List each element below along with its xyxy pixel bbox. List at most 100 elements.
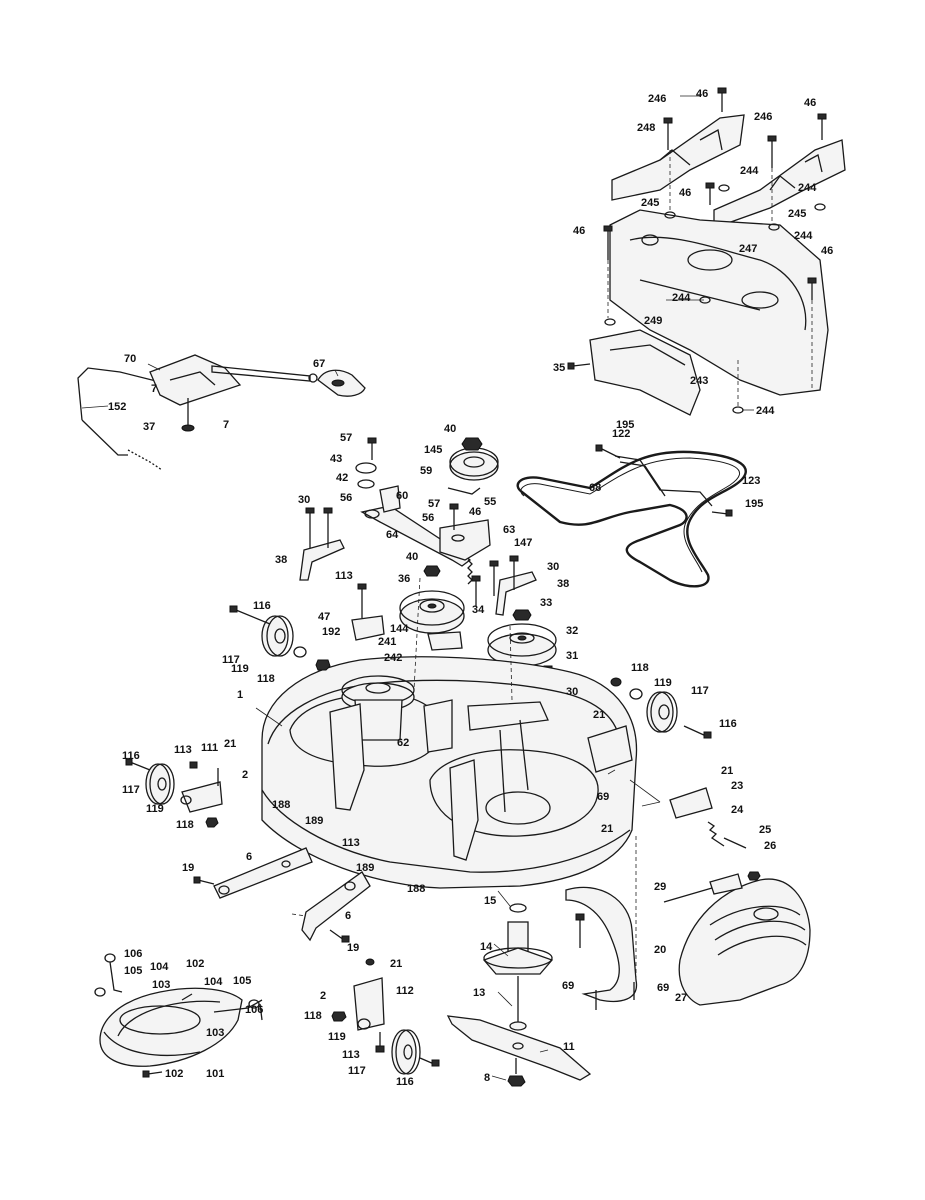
- part-label: 189: [305, 815, 323, 827]
- bracket-47: [351, 583, 385, 641]
- part-label: 29: [654, 881, 666, 893]
- part-label: 23: [731, 780, 743, 792]
- part-label: 116: [122, 750, 140, 762]
- link-arm-6-upper: [193, 847, 313, 899]
- shield-plate-247: [713, 139, 846, 229]
- part-label: 64: [386, 529, 399, 541]
- part-label: 123: [742, 475, 760, 487]
- part-label: 244: [794, 230, 813, 242]
- part-label: 46: [804, 97, 816, 109]
- part-label: 60: [396, 490, 408, 502]
- part-label: 242: [384, 652, 402, 664]
- part-label: 113: [335, 570, 353, 582]
- part-label: 30: [547, 561, 559, 573]
- part-label: 147: [514, 537, 532, 549]
- part-label: 46: [696, 88, 708, 100]
- part-label: 34: [472, 604, 485, 616]
- part-label: 113: [174, 744, 192, 756]
- part-label: 38: [557, 578, 569, 590]
- part-label: 102: [165, 1068, 183, 1080]
- part-label: 32: [566, 625, 578, 637]
- part-label: 104: [150, 961, 169, 973]
- part-label: 244: [740, 165, 759, 177]
- part-label: 15: [484, 895, 496, 907]
- part-label: 245: [788, 208, 806, 220]
- part-label: 59: [420, 465, 432, 477]
- shield-plate-248: [611, 114, 745, 201]
- part-label: 118: [176, 819, 194, 831]
- part-label: 247: [739, 243, 757, 255]
- part-label: 105: [233, 975, 251, 987]
- link-arm-6-lower: [291, 871, 371, 943]
- part-label: 119: [654, 677, 672, 689]
- chute-bracket-23: [669, 787, 747, 849]
- part-label: 63: [503, 524, 515, 536]
- gauge-wheel-upper-right: [610, 677, 712, 739]
- part-label: 113: [342, 1049, 360, 1061]
- part-label: 25: [759, 824, 771, 836]
- part-label: 46: [821, 245, 833, 257]
- part-label: 112: [396, 985, 414, 997]
- part-label: 40: [444, 423, 456, 435]
- part-label: 21: [721, 765, 733, 777]
- support-bracket-38-right: [489, 555, 537, 616]
- part-label: 31: [566, 650, 578, 662]
- part-label: 11: [563, 1041, 575, 1053]
- lift-bracket-70: [149, 354, 242, 406]
- gauge-wheel-mid-left: [125, 758, 223, 828]
- part-label: 43: [330, 453, 342, 465]
- part-label: 116: [253, 600, 271, 612]
- part-label: 118: [304, 1010, 322, 1022]
- part-label: 33: [540, 597, 552, 609]
- spindle-pulley-36: [399, 590, 465, 634]
- part-label: 119: [328, 1031, 346, 1043]
- part-label: 57: [340, 432, 352, 444]
- part-label: 119: [231, 663, 249, 675]
- part-label: 69: [562, 980, 574, 992]
- part-label: 21: [601, 823, 613, 835]
- part-number-labels: 246 46 246 46 248 244 46 245 244 46 247 …: [108, 88, 833, 1088]
- part-label: 8: [484, 1072, 490, 1084]
- spindle-assembly-14: [482, 903, 554, 1031]
- part-label: 21: [390, 958, 402, 970]
- part-label: 111: [201, 742, 218, 754]
- part-label: 102: [186, 958, 204, 970]
- spindle-pulley-32: [487, 623, 557, 667]
- part-label: 144: [390, 623, 409, 635]
- part-label: 47: [318, 611, 330, 623]
- part-label: 70: [124, 353, 136, 365]
- mower-deck-1: [261, 577, 638, 889]
- part-label: 117: [222, 654, 240, 666]
- part-label: 195: [745, 498, 763, 510]
- part-label: 2: [242, 769, 248, 781]
- part-label: 192: [322, 626, 340, 638]
- part-label: 14: [480, 941, 493, 953]
- part-label: 62: [397, 737, 409, 749]
- part-label: 30: [566, 686, 578, 698]
- part-label: 117: [348, 1065, 366, 1077]
- bolts-69-right: [575, 836, 637, 1010]
- part-label: 20: [654, 944, 666, 956]
- part-label: 243: [690, 375, 708, 387]
- part-label: 249: [644, 315, 662, 327]
- gauge-wheel-lower: [331, 958, 440, 1075]
- belt-shield-group: [567, 87, 846, 416]
- part-label: 244: [798, 182, 817, 194]
- part-label: 21: [593, 709, 605, 721]
- part-label: 116: [396, 1076, 414, 1088]
- lift-linkage-group: [77, 354, 366, 471]
- idler-pulley-145: [449, 451, 499, 481]
- part-label: 36: [398, 573, 410, 585]
- part-label: 67: [313, 358, 325, 370]
- idler-arm-group: [355, 437, 499, 585]
- part-label: 6: [345, 910, 351, 922]
- part-label: 6: [246, 851, 252, 863]
- part-label: 118: [631, 662, 649, 674]
- part-label: 246: [648, 93, 666, 105]
- part-label: 117: [122, 784, 140, 796]
- gauge-wheel-upper-left: [229, 605, 331, 671]
- part-label: 7: [151, 383, 157, 395]
- part-label: 2: [320, 990, 326, 1002]
- part-label: 145: [424, 444, 442, 456]
